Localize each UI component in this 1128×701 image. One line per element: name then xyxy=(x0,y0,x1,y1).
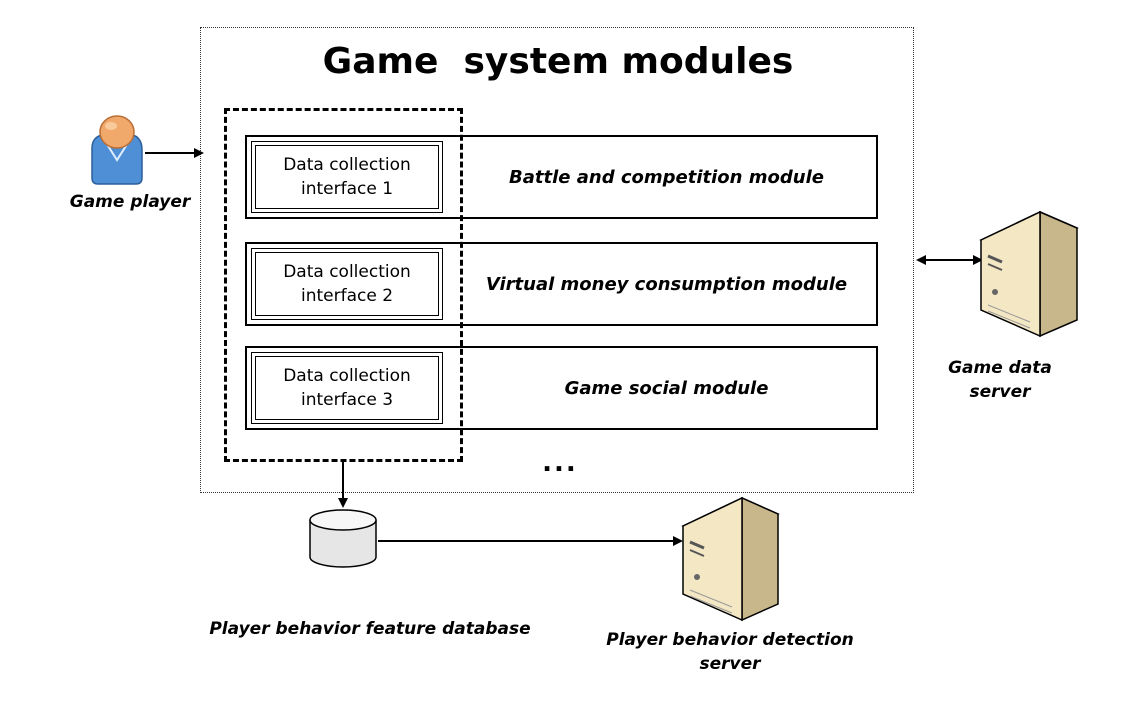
module-row-battle: Data collection interface 1 Battle and c… xyxy=(245,135,878,219)
module-row-social: Data collection interface 3 Game social … xyxy=(245,346,878,430)
interface-group-outline xyxy=(224,108,463,462)
data-collection-interface-2: Data collection interface 2 xyxy=(251,248,443,320)
game-data-server-label: Game data server xyxy=(940,356,1060,404)
interface-2-line2: interface 2 xyxy=(300,286,394,306)
server-icon xyxy=(681,496,780,622)
database-label: Player behavior feature database xyxy=(209,619,531,639)
diagram-title: Game system modules xyxy=(322,41,794,82)
data-collection-interface-1: Data collection interface 1 xyxy=(251,141,443,213)
game-data-server-line2: server xyxy=(969,382,1031,402)
data-collection-interface-3: Data collection interface 3 xyxy=(251,352,443,424)
module-row-virtual-money: Data collection interface 2 Virtual mone… xyxy=(245,242,878,326)
detection-server-label: Player behavior detection server xyxy=(590,628,870,676)
interface-3-line1: Data collection xyxy=(283,366,411,386)
virtual-money-module-label: Virtual money consumption module xyxy=(485,273,848,295)
interface-2-line1: Data collection xyxy=(283,262,411,282)
battle-module-label: Battle and competition module xyxy=(509,166,824,188)
game-system-modules-container xyxy=(200,27,914,493)
interface-1-line2: interface 1 xyxy=(300,179,394,199)
server-icon xyxy=(979,210,1079,338)
detection-server-line1: Player behavior detection xyxy=(606,630,854,650)
interface-1-line1: Data collection xyxy=(283,155,411,175)
game-player-label: Game player xyxy=(69,192,191,212)
user-icon xyxy=(91,115,143,185)
more-modules-ellipsis: ... xyxy=(542,448,578,478)
game-data-server-line1: Game data xyxy=(948,358,1052,378)
database-icon xyxy=(309,509,377,568)
detection-server-line2: server xyxy=(699,654,761,674)
social-module-label: Game social module xyxy=(564,377,769,399)
interface-3-line2: interface 3 xyxy=(300,390,394,410)
